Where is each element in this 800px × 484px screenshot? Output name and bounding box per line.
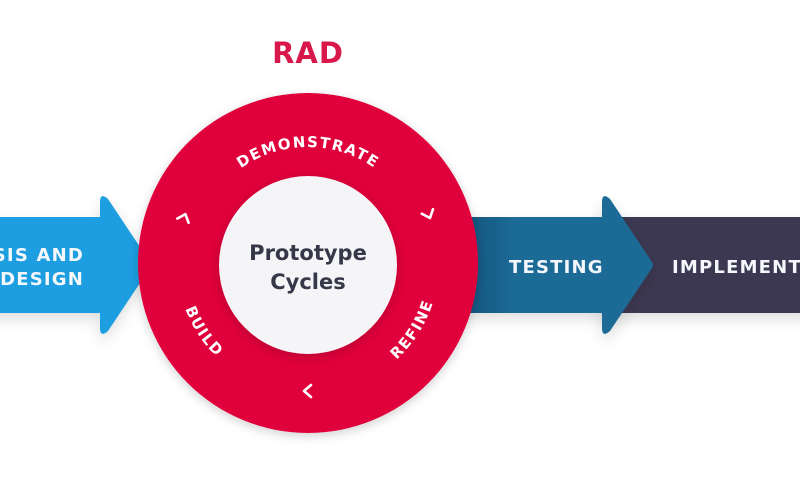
chevron-icon-top-right	[420, 207, 435, 220]
center-label-line1: Prototype	[249, 241, 367, 265]
testing-arrow	[440, 196, 653, 334]
testing-stage: TESTING	[440, 196, 653, 334]
diagram-title: RAD	[272, 36, 344, 70]
analysis-arrow	[0, 196, 151, 334]
cycle-chevrons	[176, 207, 435, 399]
testing-label: TESTING	[509, 257, 604, 278]
prototype-cycle: Prototype Cycles DEMONSTRATE BUILD REFIN…	[138, 93, 478, 433]
chevron-icon-top-left	[176, 212, 190, 225]
implementation-label: IMPLEMENTA	[672, 257, 800, 278]
analysis-design-stage: YSIS AND DESIGN	[0, 196, 151, 334]
analysis-label-line1: YSIS AND	[0, 245, 84, 266]
center-label-line2: Cycles	[270, 270, 346, 294]
cycle-center	[219, 176, 397, 354]
chevron-icon-bottom	[302, 383, 313, 399]
analysis-label-line2: DESIGN	[0, 269, 84, 290]
